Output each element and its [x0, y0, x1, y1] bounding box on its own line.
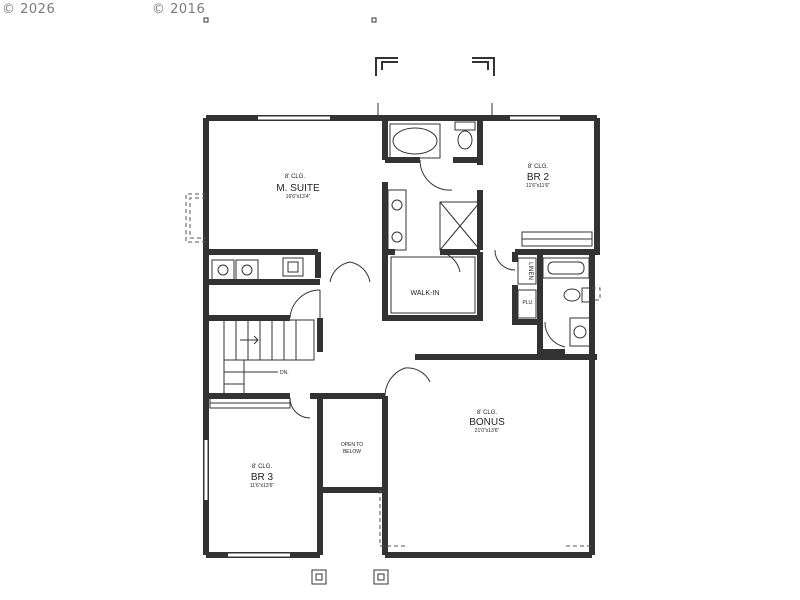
post [373, 569, 389, 585]
bay-outline [185, 193, 206, 243]
bay-outline [189, 197, 206, 239]
plumbing-chase [517, 289, 537, 319]
bonus-dims-label: 21'0"x13'6" [475, 428, 500, 434]
porch-outline [379, 490, 408, 547]
survey-mark [203, 17, 209, 23]
bathtub-icon [389, 123, 441, 159]
master-suite-label: M. SUITE [276, 183, 320, 194]
br2-ceiling-label: 8' CLG. [528, 164, 548, 170]
survey-mark [371, 17, 377, 23]
interior-walls [203, 118, 597, 490]
bonus-ceiling-label: 8' CLG. [477, 410, 497, 416]
master-dims-label: 16'6"x13'4" [286, 194, 311, 200]
linen-label: LINEN [527, 262, 533, 280]
master-ceiling-label: 8' CLG. [285, 174, 305, 180]
walk-in-label: WALK-IN [411, 290, 440, 297]
br3-ceiling-label: 8' CLG. [252, 464, 272, 470]
stairs-icon [223, 319, 315, 395]
open-to-below-label-2: BELOW [343, 449, 361, 455]
toilet-icon [563, 287, 591, 303]
br3-dims-label: 11'6"x13'6" [250, 483, 274, 489]
bonus-label: BONUS [469, 417, 505, 428]
bay-outline [592, 287, 601, 301]
vanity-icon [387, 189, 407, 251]
doors [289, 159, 566, 419]
shower-icon [439, 201, 481, 251]
watermark-2026: © 2026 [2, 2, 56, 17]
watermark-2016: © 2016 [152, 2, 206, 17]
toilet-icon [454, 121, 476, 150]
br3-label: BR 3 [251, 472, 274, 483]
br2-label: BR 2 [527, 172, 550, 183]
roof-outline-top [375, 57, 495, 118]
br2-dims-label: 11'6"x11'6" [526, 183, 550, 189]
linen-closet [517, 257, 537, 285]
stairs-direction-label: DN. [280, 370, 289, 376]
plumbing-label: PLU. [522, 300, 533, 306]
sink-icon [569, 317, 591, 347]
open-to-below-label: OPEN TO [341, 442, 363, 448]
bathtub-icon [542, 257, 590, 279]
walk-in-shelving [390, 256, 476, 314]
post [311, 569, 327, 585]
laundry-icon [211, 257, 304, 281]
